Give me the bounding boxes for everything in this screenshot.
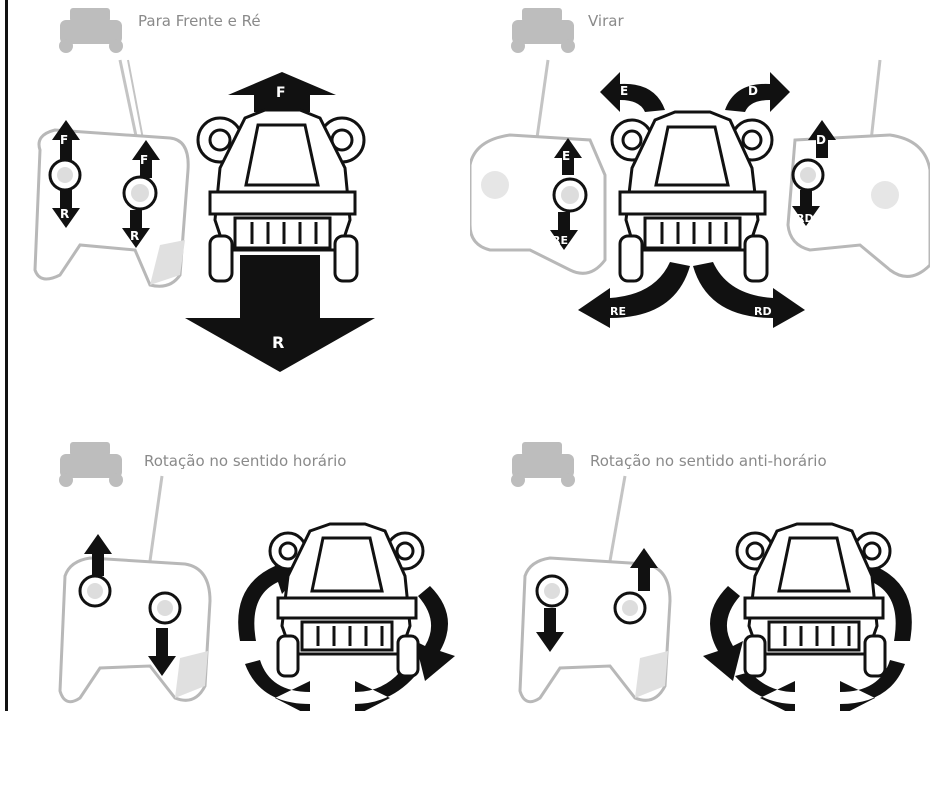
- clockwise-arrow-right: [415, 586, 455, 681]
- panel-rotate-clockwise: Rotação no sentido horário: [20, 436, 480, 786]
- turn-right-arrow-label: D: [748, 84, 758, 98]
- rotate-clockwise-diagram: [20, 436, 480, 711]
- forward-arrow: F: [228, 72, 336, 112]
- turn-right-arrow: D: [725, 72, 790, 112]
- remote-controller-icon: [60, 476, 210, 702]
- panel-title: Rotação no sentido anti-horário: [590, 452, 827, 470]
- turn-diagram: E RE D RD E D: [470, 0, 930, 380]
- panel-title: Virar: [588, 12, 624, 30]
- forward-reverse-diagram: F R F R F R: [20, 0, 480, 380]
- stick-label-left-up: F: [60, 133, 68, 147]
- car-icon: [511, 8, 575, 53]
- reverse-right-arrow-label: RD: [754, 305, 772, 318]
- reverse-arrow-label: R: [272, 333, 284, 352]
- stick-label-left-down: RE: [552, 234, 568, 247]
- panel-title: Para Frente e Ré: [138, 12, 261, 30]
- stick-label-right-up: D: [816, 133, 826, 147]
- remote-controller-left-icon: [470, 60, 605, 273]
- stick-label-right-down: RD: [796, 212, 814, 225]
- panel-title: Rotação no sentido horário: [144, 452, 346, 470]
- car-top-view-icon: [737, 524, 890, 676]
- car-top-view-icon: [270, 524, 423, 676]
- panel-forward-reverse: F R F R F R: [20, 0, 480, 350]
- ccw-arrow-left: [703, 586, 743, 681]
- panel-rotate-counterclockwise: Rotação no sentido anti-horário: [470, 436, 930, 786]
- stick-label-right-down: R: [130, 229, 139, 243]
- remote-controller-icon: [35, 60, 188, 286]
- turn-left-arrow-label: E: [620, 84, 628, 98]
- car-icon: [511, 442, 575, 487]
- remote-controller-right-icon: [788, 60, 930, 276]
- car-icon: [59, 8, 123, 53]
- rotate-counterclockwise-diagram: [470, 436, 930, 711]
- ccw-arrow-bottom-left: [735, 672, 795, 711]
- stick-label-right-up: F: [140, 153, 148, 167]
- car-top-view-icon: [612, 112, 772, 281]
- stick-label-left-up: E: [562, 149, 570, 163]
- forward-arrow-label: F: [276, 85, 286, 101]
- turn-left-arrow: E: [600, 72, 665, 112]
- stick-label-left-down: R: [60, 207, 69, 221]
- car-icon: [59, 442, 123, 487]
- panel-turn: E RE D RD E D: [470, 0, 930, 350]
- clockwise-arrow-bottom-right: [355, 672, 415, 711]
- reverse-left-arrow-label: RE: [610, 305, 626, 318]
- page-border-line: [5, 0, 8, 711]
